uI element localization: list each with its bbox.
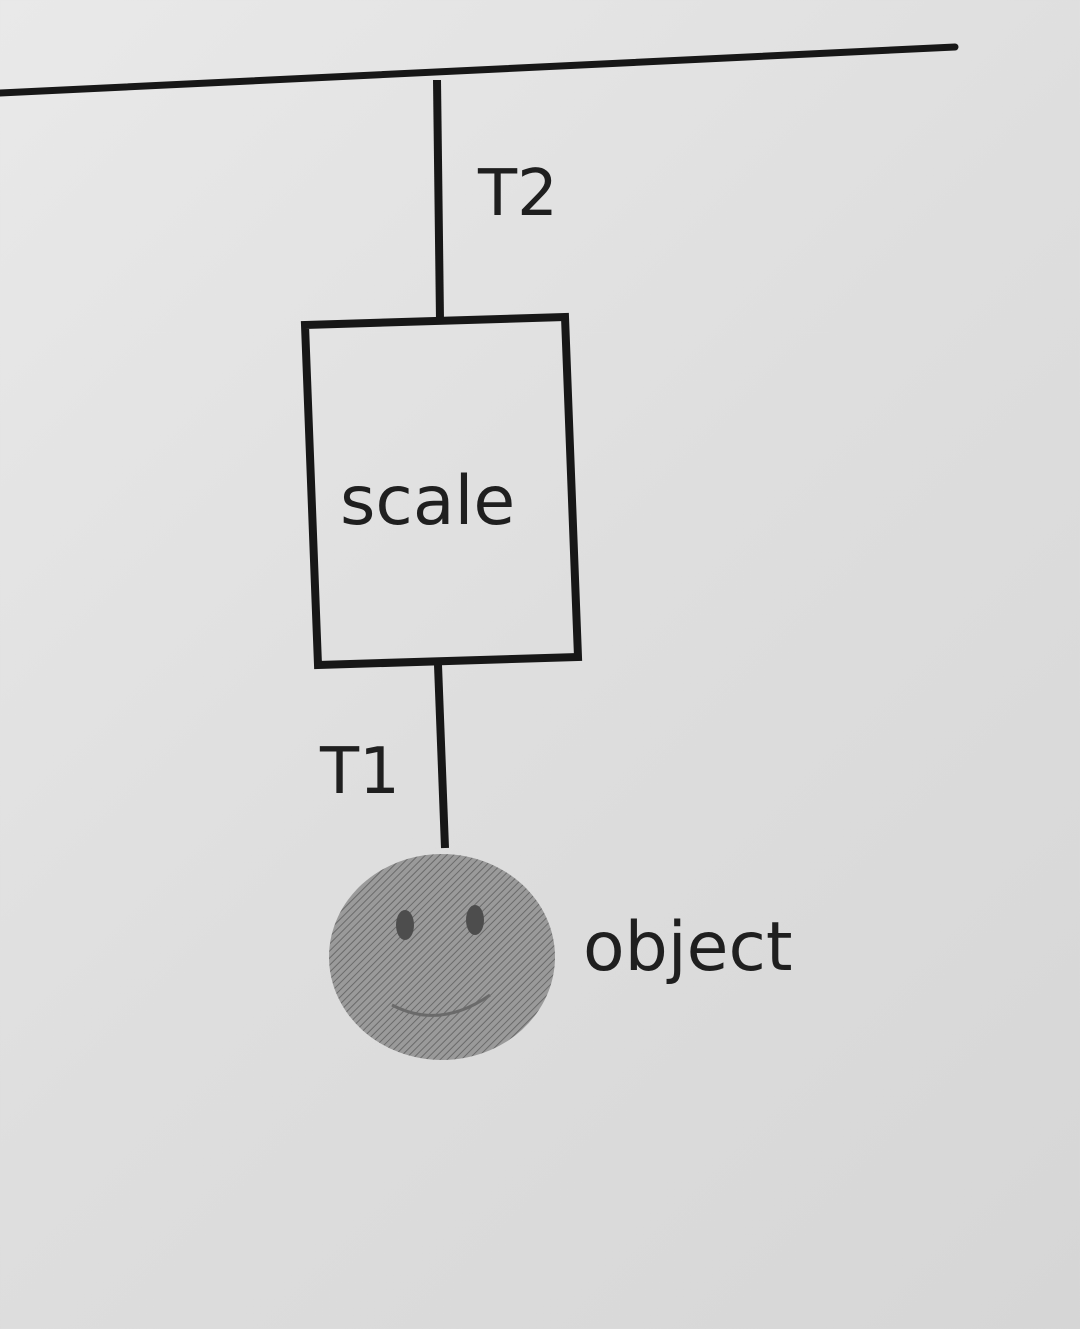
object-label: object	[583, 908, 793, 987]
t1-label: T1	[319, 735, 400, 809]
scale-box	[300, 312, 583, 670]
object-ball-icon	[329, 854, 555, 1060]
ceiling-line	[0, 43, 959, 97]
scale-label: scale	[340, 462, 515, 541]
lower-rope	[434, 664, 449, 849]
t2-label: T2	[477, 157, 558, 231]
upper-rope	[433, 79, 444, 321]
